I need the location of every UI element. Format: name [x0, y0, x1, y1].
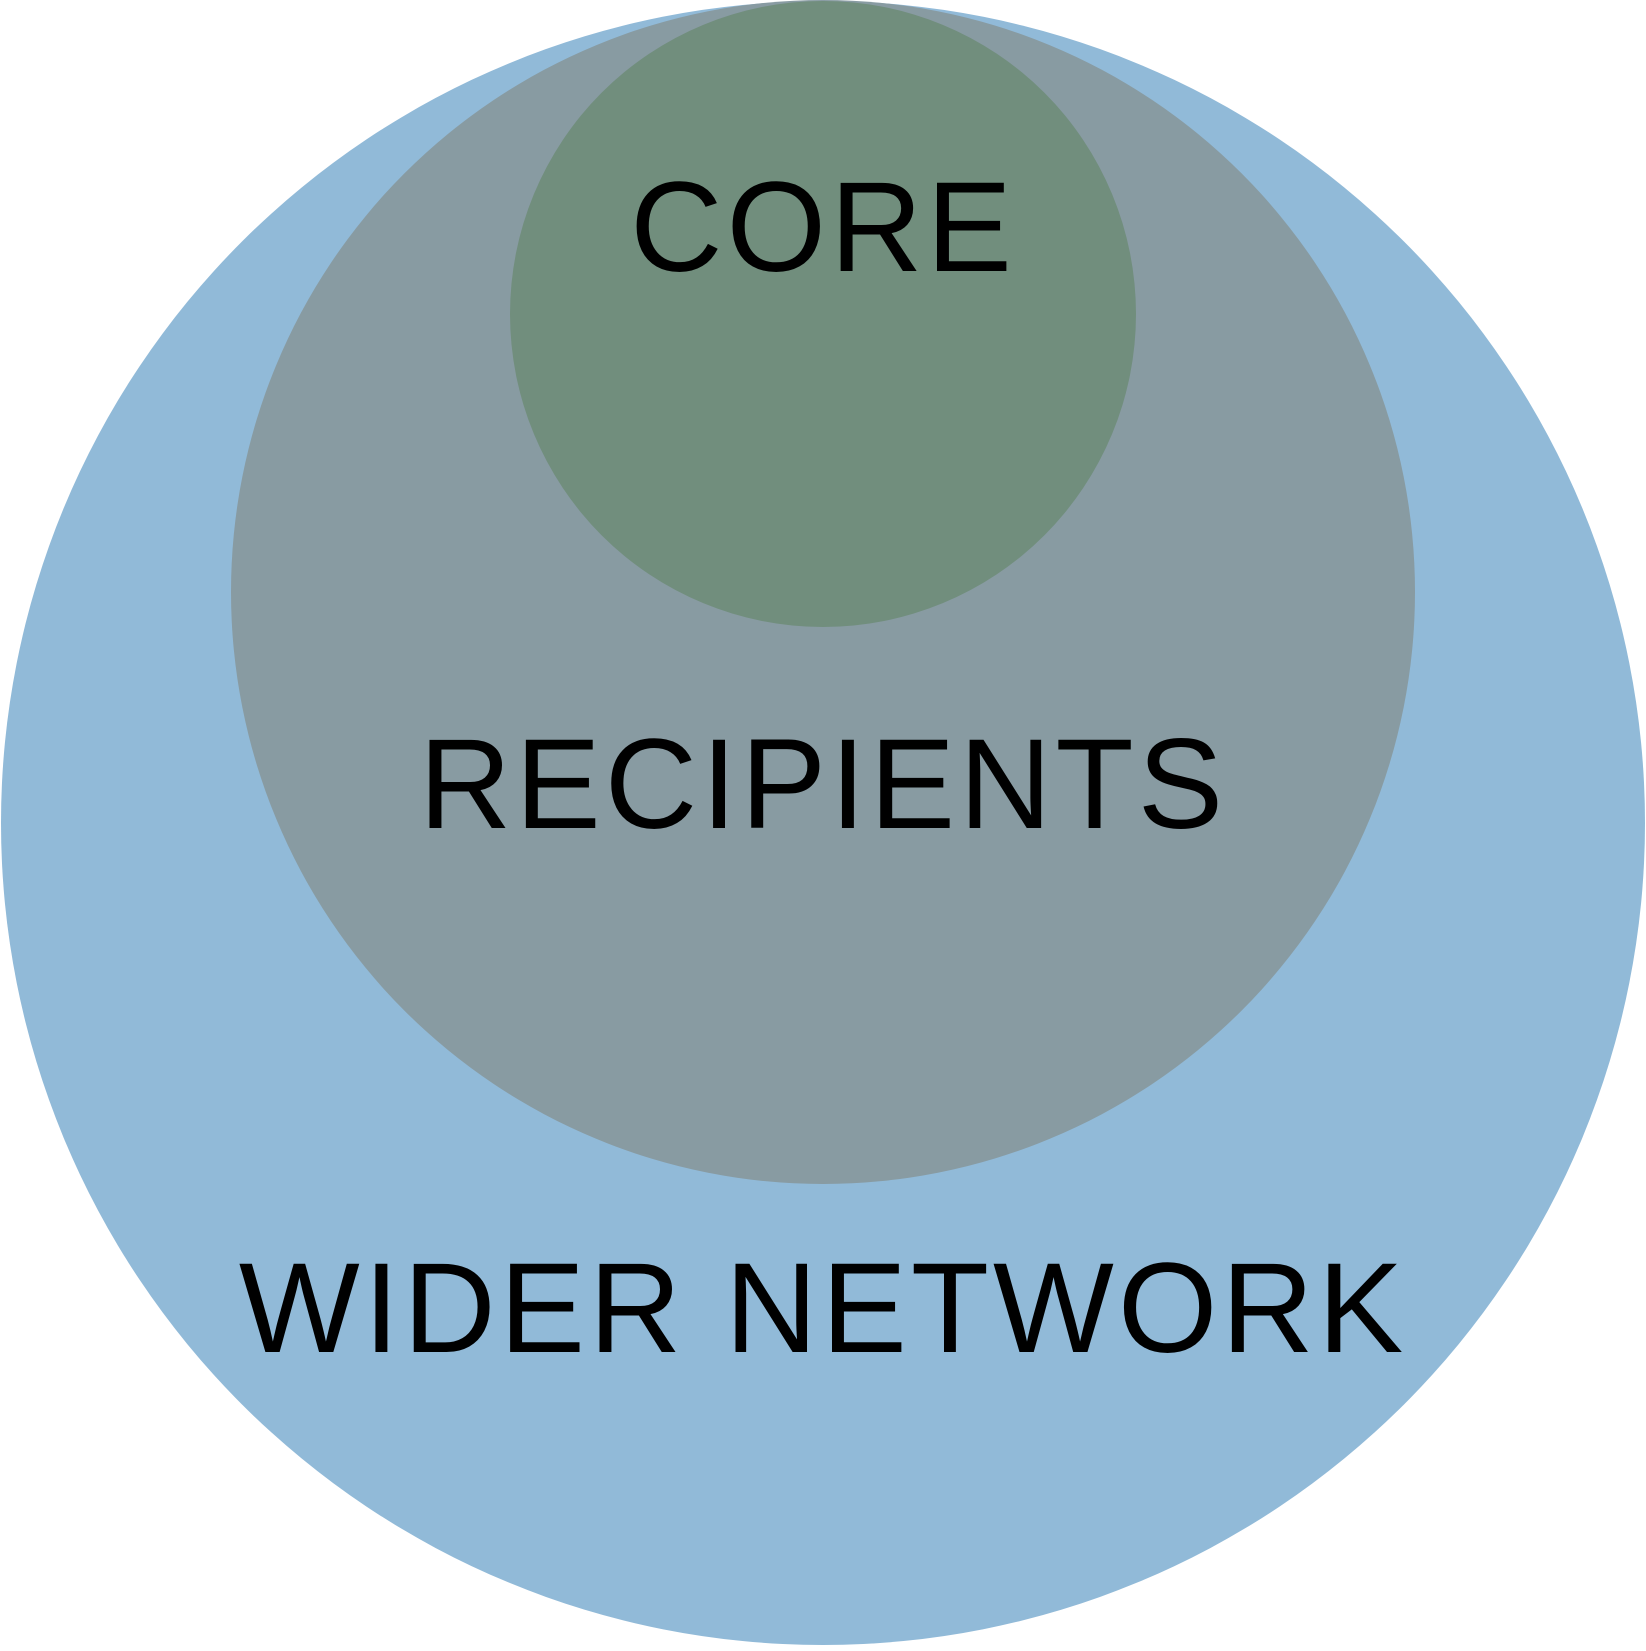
core-circle [510, 1, 1136, 627]
wider-network-label: WIDER NETWORK [239, 1237, 1407, 1380]
core-label: CORE [630, 156, 1016, 299]
recipients-label: RECIPIENTS [419, 713, 1227, 856]
